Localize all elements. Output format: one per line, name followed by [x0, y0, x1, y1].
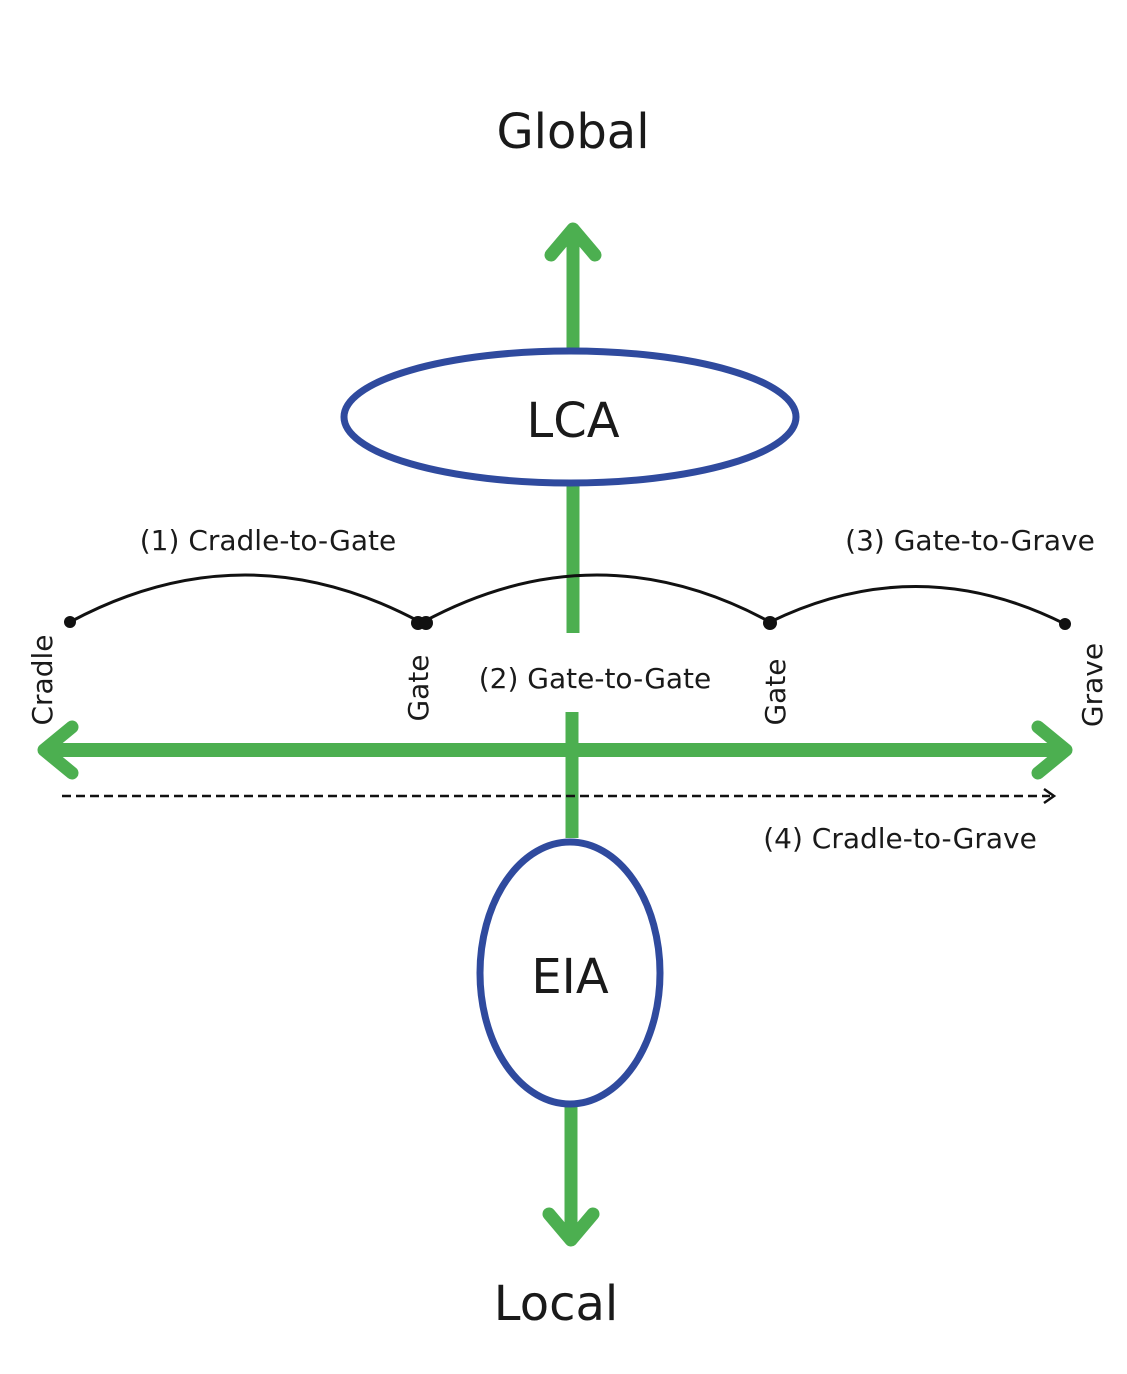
point-gate-2: [763, 616, 777, 630]
arc-cradle-to-gate: [69, 573, 421, 624]
lca-label: LCA: [526, 393, 619, 449]
arc-gate-to-grave: [769, 585, 1066, 626]
eia-ellipse: [476, 838, 664, 1108]
stage-label-cradle: Cradle: [26, 635, 59, 726]
stage-label-grave: Grave: [1076, 643, 1109, 727]
point-gate-1b: [419, 616, 433, 630]
stage-points: [64, 616, 1071, 630]
stage-label-gate-2: Gate: [759, 658, 792, 725]
boundary-label-1: (1) Cradle-to-Gate: [140, 524, 396, 557]
boundary-label-4: (4) Cradle-to-Grave: [763, 822, 1037, 855]
arrow-right-icon: [1031, 720, 1073, 780]
arrow-left-icon: [37, 720, 79, 780]
lca-ellipse: [340, 347, 800, 487]
arrow-up-icon: [544, 222, 602, 262]
scale-global-label: Global: [496, 104, 649, 160]
vertical-scale-axis: [564, 232, 580, 1236]
arc-gate-to-gate: [422, 573, 771, 624]
arrow-down-icon: [542, 1207, 600, 1247]
boundary-label-3: (3) Gate-to-Grave: [845, 524, 1095, 557]
point-grave: [1059, 618, 1071, 630]
boundary-arcs: [69, 573, 1066, 626]
stage-label-gate-1: Gate: [402, 654, 435, 721]
boundary-label-2: (2) Gate-to-Gate: [479, 662, 712, 695]
point-cradle: [64, 616, 76, 628]
eia-label: EIA: [531, 949, 608, 1005]
dashed-arrowhead-icon: [1043, 787, 1057, 805]
scale-local-label: Local: [494, 1276, 618, 1332]
